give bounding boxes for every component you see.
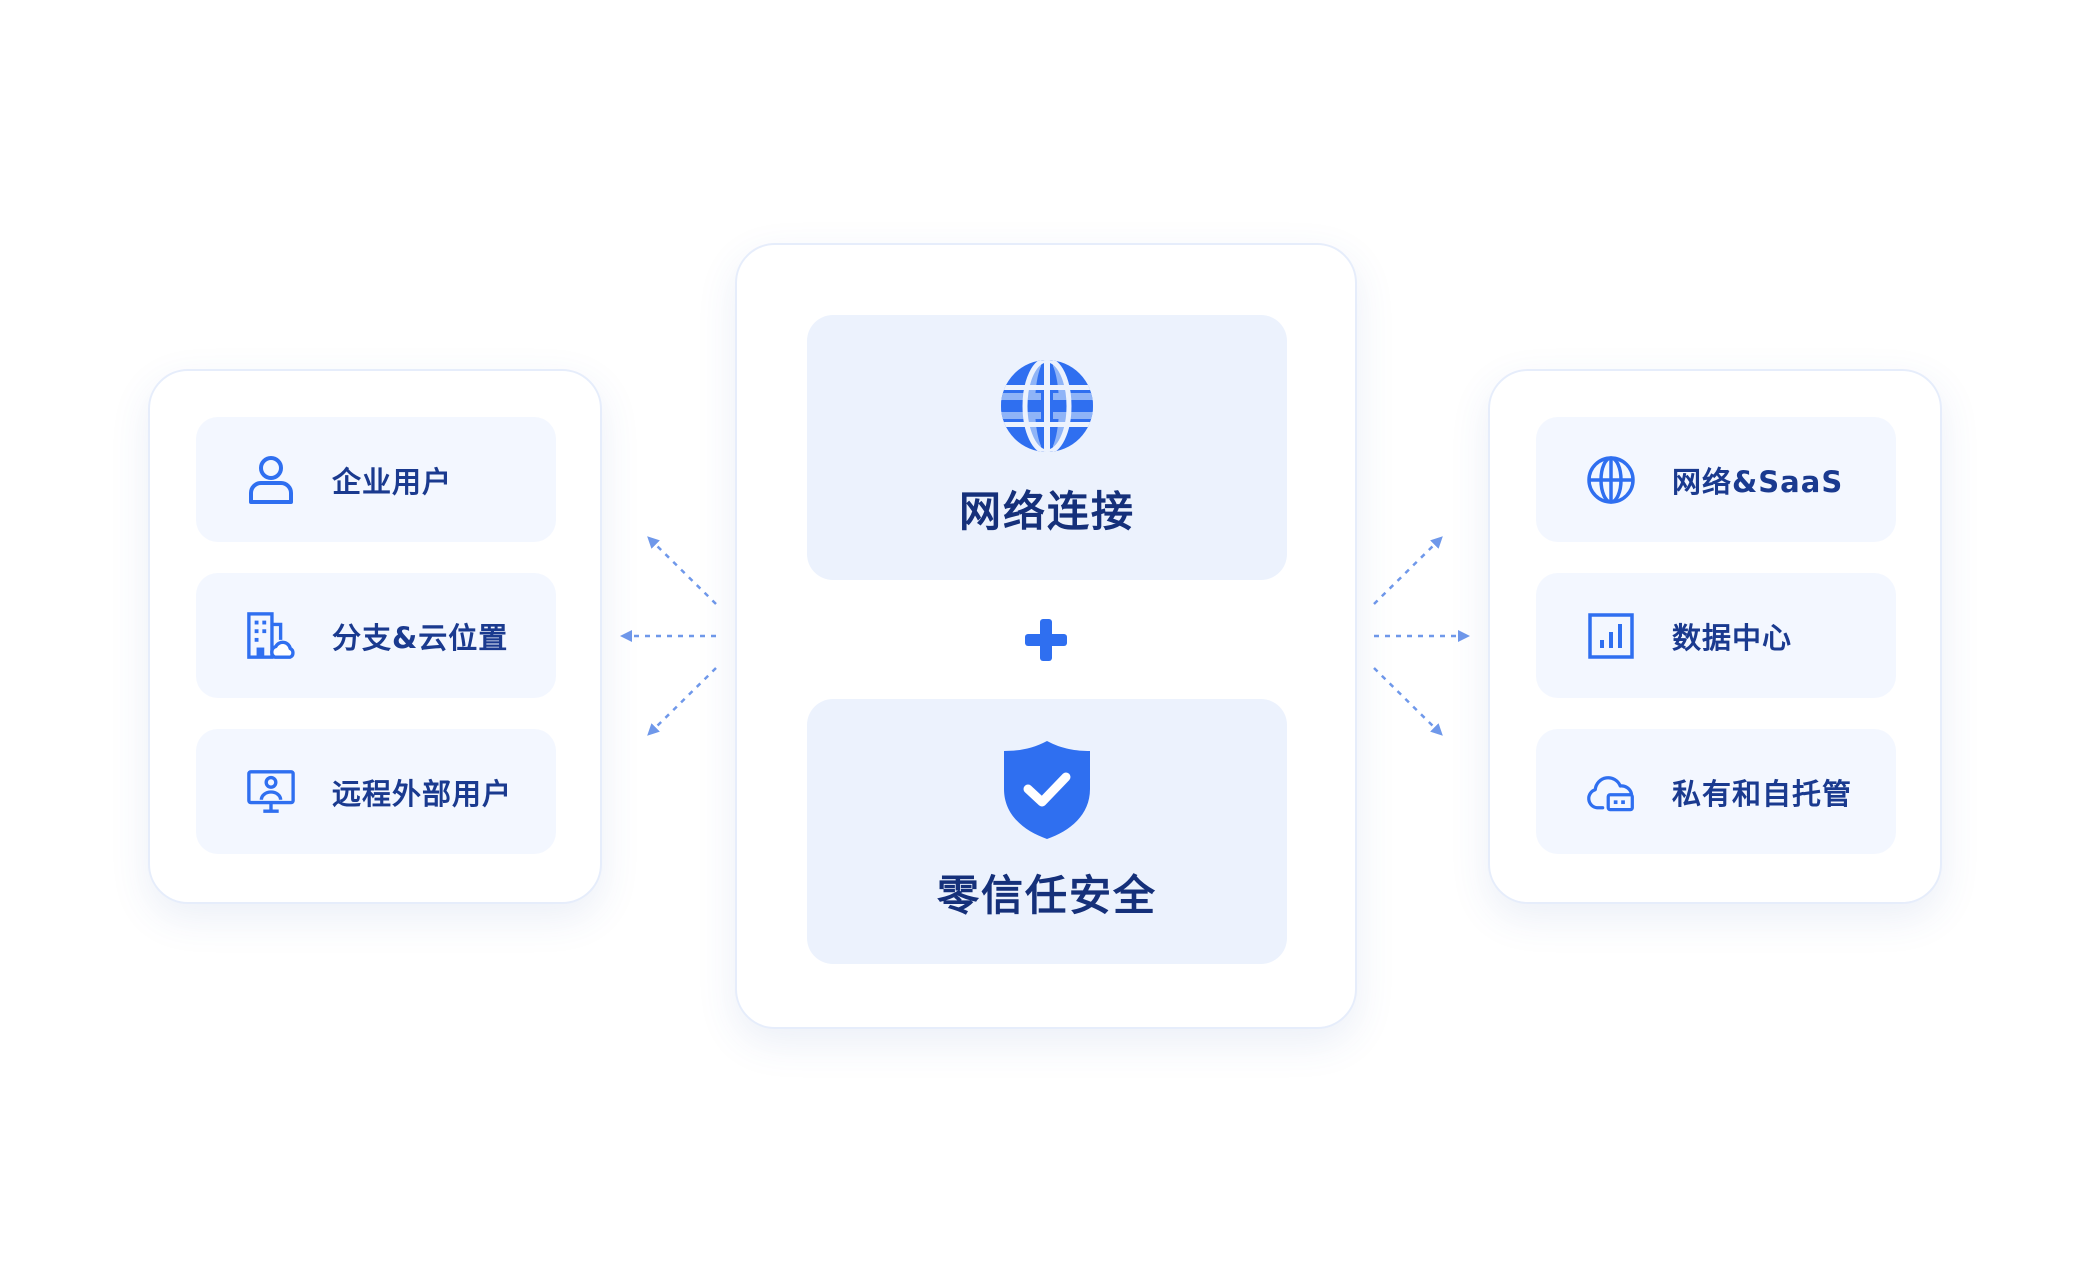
destination-item-label: 数据中心 (1672, 620, 1793, 655)
source-card: 企业用户 分支&云位置 (148, 369, 602, 904)
arrow-right-down (1373, 667, 1443, 736)
source-item-enterprise-users: 企业用户 (196, 417, 556, 542)
core-card: 网络连接 零信任安全 (735, 243, 1357, 1029)
zero-trust-security-panel: 零信任安全 (807, 699, 1287, 964)
network-connection-title: 网络连接 (958, 487, 1135, 536)
source-item-branch-cloud: 分支&云位置 (196, 573, 556, 698)
destination-item-network-saas: 网络&SaaS (1536, 417, 1896, 542)
cloud-server-icon (1586, 767, 1636, 817)
destination-item-label: 私有和自托管 (1672, 776, 1853, 811)
arrow-left-down (647, 667, 717, 736)
destination-item-label: 网络&SaaS (1672, 464, 1844, 499)
destination-item-private-self-hosted: 私有和自托管 (1536, 729, 1896, 854)
user-icon (246, 455, 296, 505)
source-item-label: 企业用户 (332, 464, 453, 499)
globe-outline-icon (1586, 455, 1636, 505)
building-cloud-icon (246, 611, 296, 661)
destination-item-data-center: 数据中心 (1536, 573, 1896, 698)
network-connection-panel: 网络连接 (807, 315, 1287, 580)
bar-chart-icon (1586, 611, 1636, 661)
arrow-right-up (1373, 536, 1443, 605)
shield-check-icon (997, 740, 1097, 840)
source-item-remote-users: 远程外部用户 (196, 729, 556, 854)
destination-card: 网络&SaaS 数据中心 私有和自托管 (1488, 369, 1942, 904)
source-item-label: 远程外部用户 (332, 776, 513, 811)
plus-icon (1025, 619, 1067, 661)
globe-icon (997, 356, 1097, 456)
source-item-label: 分支&云位置 (332, 620, 509, 655)
arrow-left-up (647, 536, 717, 605)
zero-trust-security-title: 零信任安全 (936, 871, 1157, 920)
monitor-user-icon (246, 767, 296, 817)
